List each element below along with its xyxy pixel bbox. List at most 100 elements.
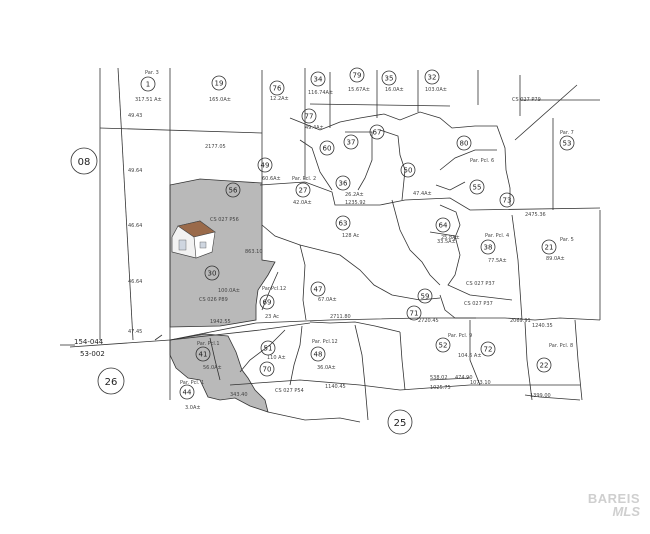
parcel-circle: [536, 357, 552, 373]
boundary-value: 1140.45: [325, 384, 346, 390]
parcel-number: 64: [439, 222, 448, 230]
parcel-circle: [424, 69, 440, 85]
parcel-circle: [381, 70, 397, 86]
house-icon: [171, 220, 216, 259]
boundary-value: 474.90: [455, 375, 473, 381]
parcel-marker: 76: [269, 80, 285, 96]
parcel-marker: 67: [369, 124, 385, 140]
parcel-number: 53: [563, 140, 572, 148]
book-label-bottom-center: 25: [387, 409, 413, 435]
small-label: Par.Pcl.12: [262, 286, 286, 292]
acreage-label: 104.6 A±: [458, 353, 482, 359]
highlighted-parcel: [169, 178, 276, 328]
svg-text:26: 26: [105, 377, 118, 388]
parcel-circle: [195, 346, 211, 362]
book-label-bottom-left: 26: [97, 367, 125, 395]
parcel-circle: [417, 288, 433, 304]
parcel-marker: 1: [140, 76, 156, 92]
boundary-value: 1025.75: [430, 385, 451, 391]
parcel-number: 35: [385, 75, 394, 83]
acreage-label: 103.0A±: [425, 87, 447, 93]
parcel-circle: [259, 294, 275, 310]
book-ref-top: 154-044: [74, 338, 104, 346]
parcel-marker: 38: [480, 239, 496, 255]
acreage-label: 36.0A±: [317, 365, 336, 371]
boundary-value: 2069.91: [510, 318, 531, 324]
parcel-marker: 73: [499, 192, 515, 208]
parcel-number: 36: [339, 180, 348, 188]
boundary-value: 49.43: [128, 113, 142, 119]
parcel-number: 79: [353, 72, 362, 80]
parcel-circle: [435, 337, 451, 353]
acreage-label: 42.0A±: [293, 200, 312, 206]
small-label: CS 027 P37: [464, 301, 493, 307]
small-label: CS 027 P54: [275, 388, 304, 394]
parcel-marker: 19: [211, 75, 227, 91]
parcel-circle: [541, 239, 557, 255]
parcel-number: 77: [305, 113, 314, 121]
small-label: Par. 7: [560, 130, 574, 136]
parcel-marker: 27: [295, 182, 311, 198]
parcel-marker: 21: [541, 239, 557, 255]
parcel-circle: [260, 340, 276, 356]
acreage-label: 100.0A±: [218, 288, 240, 294]
parcel-marker: 72: [480, 341, 496, 357]
acreage-label: 317.51 A±: [135, 97, 162, 103]
parcel-number: 22: [540, 362, 549, 370]
parcel-circle: [335, 175, 351, 191]
acreage-label: 165.0A±: [209, 97, 231, 103]
acreage-label: 33.5A±: [437, 239, 456, 245]
parcel-number: 38: [484, 244, 493, 252]
boundary-value: 1399.00: [530, 393, 551, 399]
parcel-marker: 30: [204, 265, 220, 281]
parcel-marker: 53: [559, 135, 575, 151]
parcel-number: 47: [314, 286, 323, 294]
boundary-value: 538.02: [430, 375, 448, 381]
parcel-circle: [335, 215, 351, 231]
parcel-circle: [435, 217, 451, 233]
mls-watermark: BAREIS MLS: [570, 492, 640, 522]
parcel-circle: [179, 384, 195, 400]
boundary-value: 1235.92: [345, 200, 366, 206]
boundary-value: 47.45: [128, 329, 142, 335]
boundary-value: 1942.55: [210, 319, 231, 325]
parcel-circle: [480, 239, 496, 255]
parcel-boundaries: [69, 67, 601, 423]
parcel-number: 72: [484, 346, 493, 354]
parcel-circle: [406, 305, 422, 321]
parcel-marker: 37: [343, 134, 359, 150]
acreage-label: 89.0A±: [546, 256, 565, 262]
parcel-circle: [310, 281, 326, 297]
parcel-marker: 47: [310, 281, 326, 297]
small-label: CS 027 P37: [466, 281, 495, 287]
boundary-value: 46.64: [128, 223, 142, 229]
acreage-label: 60.6A±: [262, 176, 281, 182]
parcel-circle: [480, 341, 496, 357]
small-label: Par. Pcl. 4: [485, 233, 509, 239]
parcel-marker: 56: [225, 182, 241, 198]
parcel-number: 41: [199, 351, 208, 359]
parcel-circle: [204, 265, 220, 281]
parcel-marker: 51: [260, 340, 276, 356]
parcel-marker: 55: [469, 179, 485, 195]
parcel-circle: [369, 124, 385, 140]
watermark-line-1: BAREIS: [587, 491, 640, 506]
small-label: Par. Pcl.12: [312, 339, 338, 345]
small-label: CS 026 P89: [199, 297, 228, 303]
parcel-marker: 59: [417, 288, 433, 304]
acreage-label: 3.0A±: [185, 405, 201, 411]
small-label: Par. Pcl. 8: [549, 343, 573, 349]
parcel-number: 67: [373, 129, 382, 137]
parcel-number: 69: [263, 299, 272, 307]
acreage-label: 23 Ac: [265, 314, 279, 320]
boundary-value: 2720.45: [418, 318, 439, 324]
acreage-label: 25.8A±: [441, 235, 460, 241]
svg-text:08: 08: [78, 157, 91, 168]
parcel-marker: 64: [435, 217, 451, 233]
parcel-marker: 69: [259, 294, 275, 310]
parcel-circle: [310, 71, 326, 87]
watermark-line-2: MLS: [612, 504, 640, 519]
parcel-number: 37: [347, 139, 356, 147]
boundary-value: 2177.05: [205, 144, 226, 150]
